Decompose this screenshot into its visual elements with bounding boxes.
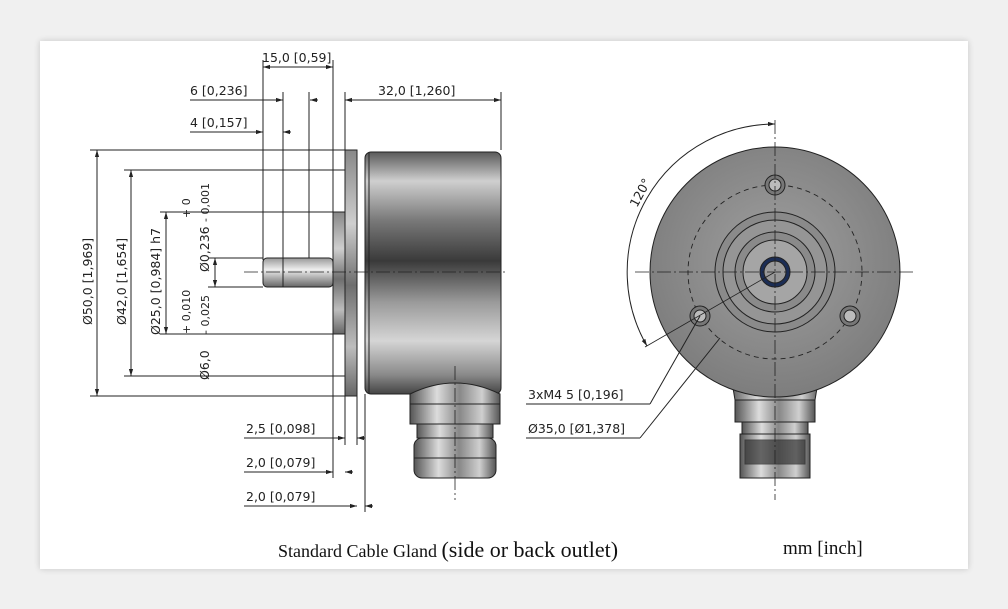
dim-pilot-thickness-b: 2,0 [0,079] <box>246 489 315 504</box>
dim-flange-diameter: Ø50,0 [1,969] <box>80 238 95 325</box>
dim-bolt-circle: Ø35,0 [Ø1,378] <box>528 421 625 436</box>
dim-shaft-tol-inch-lower: - 0,001 <box>199 183 212 222</box>
dim-flat-length: 6 [0,236] <box>190 83 247 98</box>
dim-body-length: 32,0 [1,260] <box>378 83 455 98</box>
dim-flange-thickness: 2,5 [0,098] <box>246 421 315 436</box>
front-view <box>526 120 915 500</box>
cable-gland-side <box>409 382 501 479</box>
housing <box>364 151 502 395</box>
flange <box>344 149 358 397</box>
dim-shaft-total-length: 15,0 [0,59] <box>262 50 331 65</box>
front-view-labels: 120° 3xM4 5 [0,196] Ø35,0 [Ø1,378] <box>528 176 654 436</box>
units-label: mm [inch] <box>783 538 863 559</box>
side-view-dimensions <box>90 60 502 512</box>
dim-threaded-holes: 3xM4 5 [0,196] <box>528 387 624 402</box>
dim-body-diameter: Ø42,0 [1,654] <box>114 238 129 325</box>
dim-flat-offset: 4 [0,157] <box>190 115 247 130</box>
dim-shaft-diameter-inch: Ø0,236 <box>197 226 212 272</box>
dim-shaft-diameter: Ø6,0 <box>197 350 212 380</box>
dim-pilot-thickness-a: 2,0 [0,079] <box>246 455 315 470</box>
shaft <box>262 257 334 288</box>
caption-part1: Standard Cable Gland <box>278 541 442 561</box>
caption-part2: (side or back outlet) <box>441 537 619 562</box>
dim-shaft-tol-lower: - 0,025 <box>199 295 212 334</box>
dim-shaft-tol-upper: + 0,010 <box>180 290 193 334</box>
caption: Standard Cable Gland (side or back outle… <box>278 537 618 563</box>
side-view <box>244 149 505 500</box>
dim-pilot-diameter: Ø25,0 [0,984] h7 <box>148 228 163 335</box>
side-view-labels: 15,0 [0,59] 6 [0,236] 4 [0,157] 32,0 [1,… <box>80 50 455 504</box>
dim-shaft-tol-inch-upper: + 0 <box>180 198 193 218</box>
